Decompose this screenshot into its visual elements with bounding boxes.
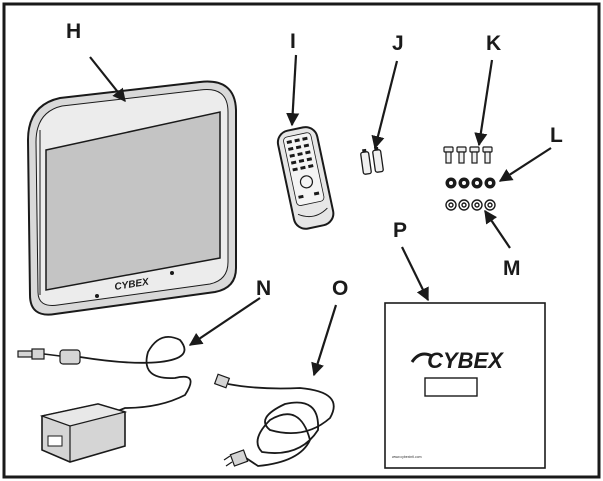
- callout-l: L: [550, 124, 563, 147]
- power-cord-part: [213, 373, 335, 467]
- monitor-led-left: [95, 294, 99, 298]
- monitor-led-right: [170, 271, 174, 275]
- callout-m: M: [503, 257, 521, 280]
- lock-washers-part: [445, 177, 496, 189]
- callout-i: I: [290, 30, 296, 53]
- arrow-j: [371, 60, 399, 150]
- arrow-i: [286, 54, 300, 127]
- manual-brand-logo: CYBEX: [427, 348, 504, 373]
- batteries-part: [360, 146, 384, 175]
- arrow-o: [311, 304, 338, 377]
- callout-o: O: [332, 277, 348, 300]
- manual-part: CYBEX www.cybexintl.com: [384, 302, 546, 469]
- arrow-l: [498, 147, 552, 182]
- callout-k: K: [486, 32, 501, 55]
- power-adapter-part: [17, 336, 192, 463]
- arrow-p: [401, 246, 429, 302]
- adapter-socket: [47, 435, 63, 447]
- manual-label-box: [424, 377, 478, 397]
- monitor-part: CYBEX: [26, 80, 237, 316]
- callout-n: N: [256, 277, 271, 300]
- flat-washers-part: [445, 199, 496, 211]
- arrow-k: [474, 59, 494, 147]
- remote-part: [276, 126, 335, 230]
- callout-j: J: [392, 32, 404, 55]
- callout-arrows: [89, 54, 552, 377]
- callout-p: P: [393, 219, 407, 242]
- remote-buttons: [286, 136, 320, 199]
- arrow-m: [484, 209, 511, 249]
- callout-h: H: [66, 20, 81, 43]
- arrow-n: [188, 297, 261, 346]
- ferrite-bead: [59, 349, 81, 365]
- manual-url: www.cybexintl.com: [392, 455, 422, 459]
- screws-part: [443, 146, 493, 164]
- arrow-h: [89, 56, 126, 103]
- monitor-screen: [45, 111, 221, 291]
